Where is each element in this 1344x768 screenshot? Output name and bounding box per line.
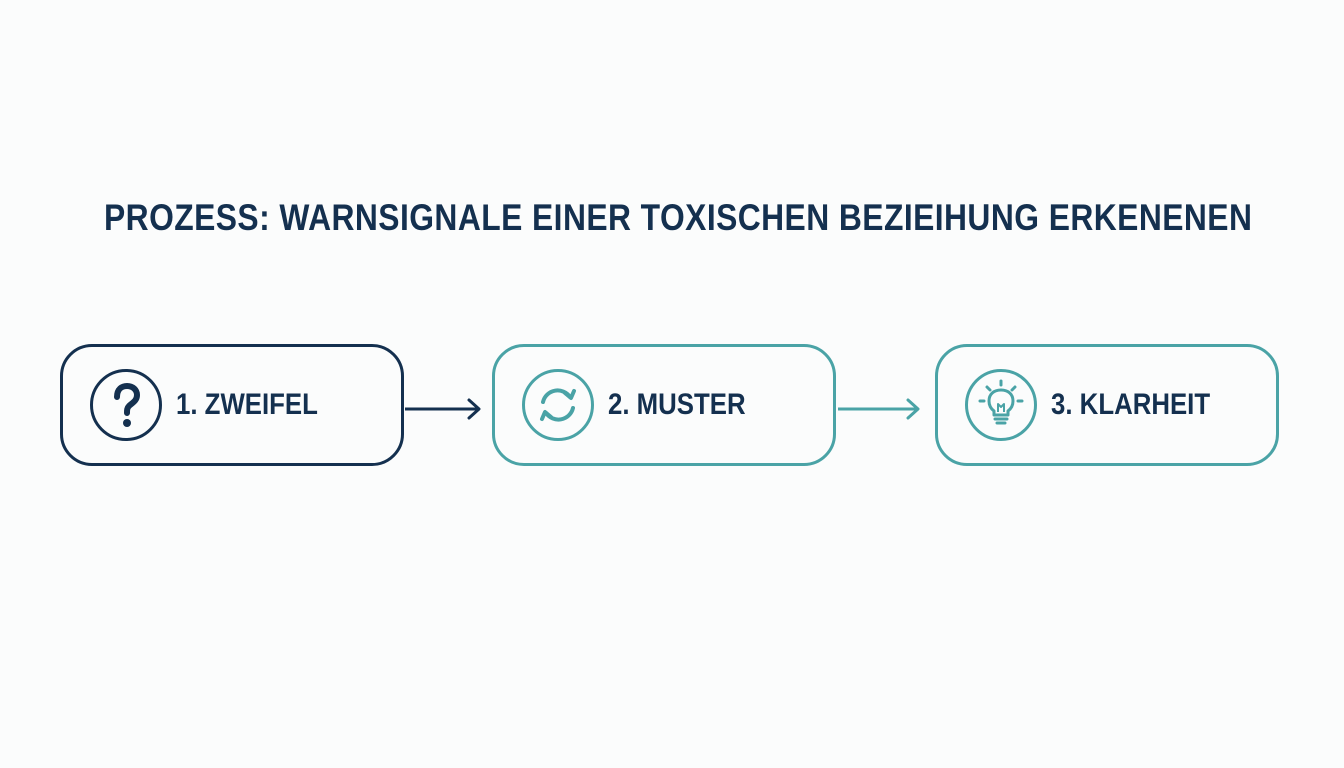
arrow-right-icon — [405, 398, 481, 420]
step-klarheit: 3. KLARHEIT — [935, 344, 1279, 466]
arrow-right-icon — [838, 398, 920, 420]
step-zweifel: 1. ZWEIFEL — [60, 344, 404, 466]
step-label-klarheit: 3. KLARHEIT — [1051, 388, 1211, 421]
lightbulb-icon — [965, 369, 1037, 441]
page-title: PROZESS: WARNSIGNALE EINER TOXISCHEN BEZ… — [104, 197, 1253, 238]
cycle-arrows-icon — [522, 369, 594, 441]
question-mark-icon — [90, 369, 162, 441]
step-label-zweifel: 1. ZWEIFEL — [176, 388, 318, 421]
step-label-muster: 2. MUSTER — [608, 388, 746, 421]
step-muster: 2. MUSTER — [492, 344, 836, 466]
